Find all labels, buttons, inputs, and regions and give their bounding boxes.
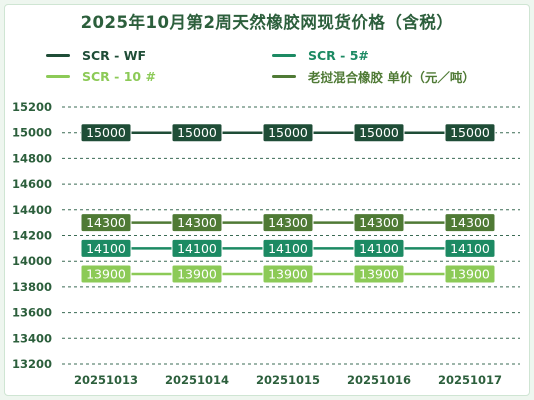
x-tick-label: 20251017 [438,373,502,387]
data-label: 14300 [177,215,217,230]
data-label: 14300 [359,215,399,230]
legend-swatch [46,74,70,78]
data-label: 13900 [177,267,217,282]
y-tick-label: 13400 [12,331,52,345]
data-label: 15000 [450,125,490,140]
data-label: 14100 [86,241,126,256]
data-label: 15000 [86,125,126,140]
data-point [171,264,223,284]
data-label: 14100 [177,241,217,256]
data-point [353,264,405,284]
y-tick-label: 14600 [12,177,52,191]
legend-swatch [46,53,70,57]
legend-label: SCR - WF [82,47,147,63]
x-tick-label: 20251014 [165,373,229,387]
data-point [353,238,405,258]
data-label: 14100 [450,241,490,256]
data-point [353,123,405,143]
legend-item-scr-wf[interactable]: SCR - WF [46,46,146,64]
legend-label: 老挝混合橡胶 单价（元／吨） [308,69,475,85]
legend-item-scr-10[interactable]: SCR - 10 # [46,67,156,85]
y-tick-label: 15000 [12,126,52,140]
legend-swatch [272,74,296,78]
legend-swatch [272,53,296,57]
x-tick-label: 20251013 [74,373,138,387]
data-point [171,123,223,143]
data-label: 14100 [359,241,399,256]
data-point [171,213,223,233]
data-label: 14300 [268,215,308,230]
data-point [80,123,132,143]
x-tick-label: 20251016 [347,373,411,387]
data-label: 13900 [86,267,126,282]
legend-item-laos-mixed-rubber[interactable]: 老挝混合橡胶 单价（元／吨） [272,67,475,85]
data-label: 15000 [268,125,308,140]
data-point [171,238,223,258]
data-point [80,213,132,233]
y-tick-label: 14800 [12,151,52,165]
chart-title: 2025年10月第2周天然橡胶网现货价格（含税） [80,13,454,32]
data-label: 14100 [268,241,308,256]
x-tick-label: 20251015 [256,373,320,387]
data-label: 13900 [268,267,308,282]
y-tick-label: 13200 [12,357,52,371]
data-label: 13900 [450,267,490,282]
data-label: 14300 [86,215,126,230]
data-point [444,123,496,143]
y-tick-label: 14400 [12,203,52,217]
legend-label: SCR - 10 # [82,68,156,84]
data-point [444,264,496,284]
data-label: 14300 [450,215,490,230]
data-label: 15000 [359,125,399,140]
data-label: 15000 [177,125,217,140]
data-point [262,123,314,143]
data-point [353,213,405,233]
data-point [80,238,132,258]
legend-item-scr-5[interactable]: SCR - 5# [272,46,369,64]
data-point [444,213,496,233]
y-tick-label: 15200 [12,100,52,114]
data-point [262,213,314,233]
data-point [80,264,132,284]
data-point [444,238,496,258]
data-point [262,264,314,284]
legend-label: SCR - 5# [308,47,369,63]
data-point [262,238,314,258]
y-tick-label: 14000 [12,254,52,268]
y-tick-label: 13600 [12,306,52,320]
y-tick-label: 14200 [12,229,52,243]
y-tick-label: 13800 [12,280,52,294]
chart-frame [4,4,530,396]
data-label: 13900 [359,267,399,282]
